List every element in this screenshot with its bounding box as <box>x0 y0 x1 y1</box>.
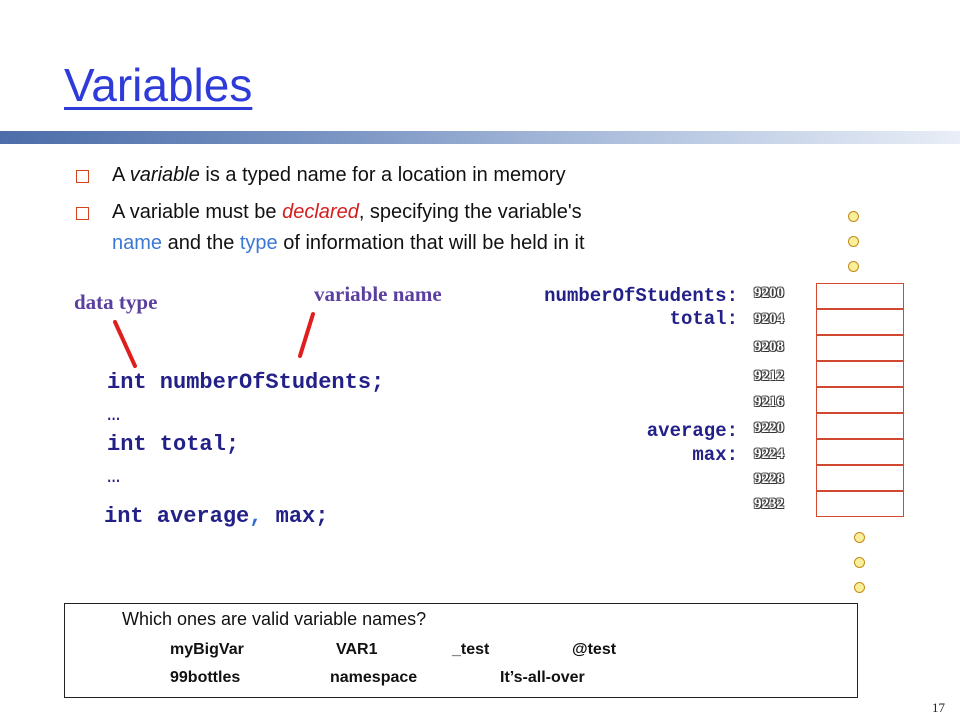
memory-label-average: average: <box>646 420 738 442</box>
memory-cell <box>816 335 904 361</box>
ellipsis-dot-icon <box>848 236 859 247</box>
code-ellipsis-1: … <box>107 402 121 427</box>
ellipsis-dot-icon <box>854 532 865 543</box>
memory-address: 9208 <box>754 339 784 355</box>
bullet-1-pre: A <box>112 164 130 186</box>
bullet-1-post: is a typed name for a location in memory <box>199 164 566 186</box>
memory-cell <box>816 439 904 465</box>
memory-address: 9204 <box>754 311 784 327</box>
quiz-option: VAR1 <box>336 641 378 658</box>
bullet-2-pre: A variable must be <box>112 201 283 223</box>
quiz-question: Which ones are valid variable names? <box>122 609 427 629</box>
quiz-option: @test <box>572 641 617 658</box>
bullet-2-mid: , specifying the variable's <box>358 201 582 223</box>
quiz-option: It’s-all-over <box>500 669 585 686</box>
memory-cell <box>816 465 904 491</box>
quiz-option: namespace <box>330 669 418 686</box>
memory-label-total: total: <box>669 308 738 330</box>
bullet-2-type: type <box>239 232 278 254</box>
variable-name-arrow <box>298 312 315 358</box>
variable-name-annotation: variable name <box>314 282 442 306</box>
memory-cell <box>816 309 904 335</box>
page-number: 17 <box>932 700 945 715</box>
memory-address: 9224 <box>754 446 784 462</box>
ellipsis-dot-icon <box>854 557 865 568</box>
bullet-2-line2-post: of information that will be held in it <box>277 232 585 254</box>
ellipsis-dot-icon <box>848 211 859 222</box>
quiz-option: 99bottles <box>170 669 241 686</box>
memory-label-numberofstudents: numberOfStudents: <box>544 285 738 307</box>
title-divider-bar <box>0 131 960 144</box>
code-line-3: int average, max; <box>104 504 328 529</box>
code-line-3-post: max; <box>262 504 329 529</box>
memory-address: 9216 <box>754 394 784 410</box>
data-type-arrow <box>113 320 137 368</box>
memory-cell <box>816 413 904 439</box>
bullet-1-em: variable <box>129 164 200 186</box>
data-type-annotation: data type <box>74 290 158 314</box>
memory-cell <box>816 387 904 413</box>
memory-cell <box>816 283 904 309</box>
memory-address: 9212 <box>754 368 784 384</box>
code-line-1: int numberOfStudents; <box>107 370 385 395</box>
code-ellipsis-2: … <box>107 464 121 489</box>
code-line-2: int total; <box>107 432 240 457</box>
bullet-square-icon <box>76 170 89 183</box>
code-line-3-comma: , <box>249 504 263 529</box>
bullet-2-declared: declared <box>282 201 359 223</box>
quiz-option: myBigVar <box>170 641 244 658</box>
memory-address: 9232 <box>754 496 784 512</box>
memory-address: 9200 <box>754 285 784 301</box>
memory-label-max: max: <box>692 444 738 466</box>
bullet-2-line-1: A variable must be declared, specifying … <box>112 199 582 226</box>
memory-address: 9220 <box>754 420 784 436</box>
quiz-option: _test <box>452 641 490 658</box>
bullet-1: A variable is a typed name for a locatio… <box>112 162 566 189</box>
memory-cell <box>816 361 904 387</box>
bullet-2-line-2: name and the type of information that wi… <box>112 230 585 257</box>
slide-title: Variables <box>64 59 253 111</box>
bullet-2-line2-mid: and the <box>162 232 240 254</box>
memory-cell <box>816 491 904 517</box>
bullet-square-icon <box>76 207 89 220</box>
bullet-2-name: name <box>112 232 163 254</box>
ellipsis-dot-icon <box>854 582 865 593</box>
code-line-3-pre: int average <box>104 504 250 529</box>
quiz-box <box>64 603 858 698</box>
ellipsis-dot-icon <box>848 261 859 272</box>
memory-address: 9228 <box>754 471 784 487</box>
